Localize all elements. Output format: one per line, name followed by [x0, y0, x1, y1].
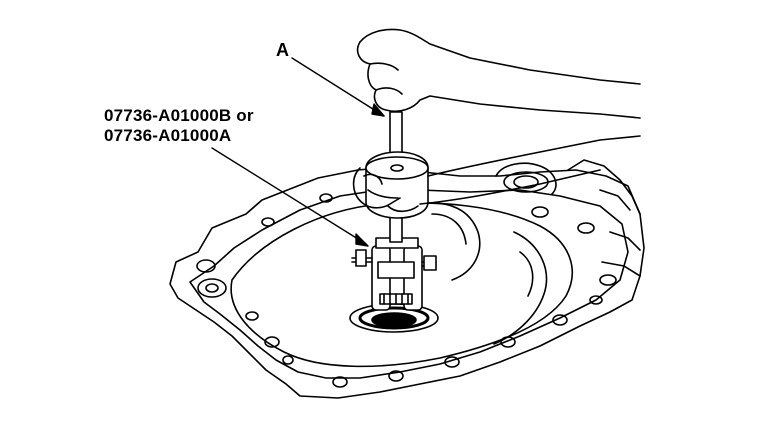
- leader-line-a: [291, 57, 385, 117]
- bearing-puller-attachment: [351, 237, 437, 311]
- arrowhead-a: [371, 103, 385, 117]
- leader-line-tool: [211, 147, 367, 245]
- technician-hands: [352, 28, 641, 213]
- callout-tool-line1: 07736-A01000B or: [104, 106, 254, 125]
- slide-hammer-tool: [365, 111, 429, 243]
- callout-tool-part-number: 07736-A01000B or 07736-A01000A: [104, 106, 254, 146]
- arrowhead-tool: [355, 233, 369, 247]
- callout-tool-line2: 07736-A01000A: [104, 126, 232, 145]
- callout-leaders: [211, 57, 385, 247]
- callout-a: A: [276, 40, 290, 60]
- bearing-bore: [349, 303, 439, 333]
